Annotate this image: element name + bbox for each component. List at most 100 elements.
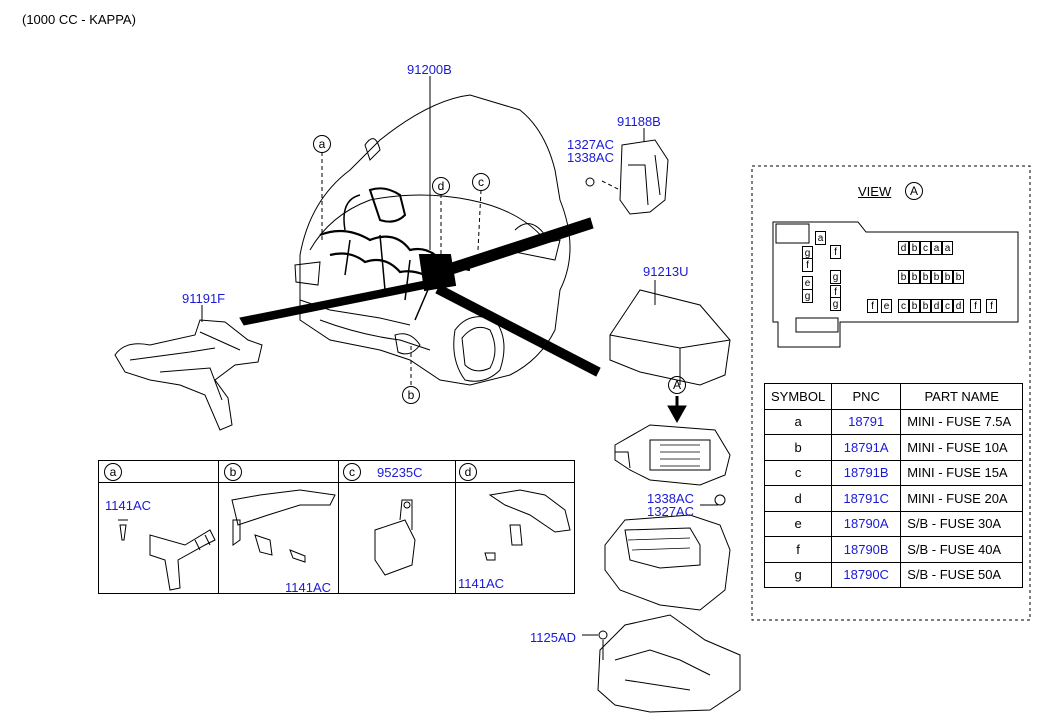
row-symbol: b [763, 434, 833, 461]
fuse-r2-4: b [931, 270, 942, 284]
main-harness-label: 91200B [407, 62, 452, 77]
fuse-r1-3: c [920, 241, 931, 255]
detail-b-part: 1141AC [285, 580, 332, 595]
row-pnc: 18791C [831, 485, 902, 512]
car-illustration [294, 94, 571, 386]
table-row: d 18791C MINI - FUSE 20A [763, 485, 1024, 512]
table-row: a 18791 MINI - FUSE 7.5A [763, 408, 1024, 435]
lower-tray-illustration [597, 614, 741, 713]
bracket-fastener-2: 1338AC [567, 150, 614, 165]
fuse-left-3: e [802, 276, 813, 290]
box-fastener-1: 1338AC [647, 491, 694, 506]
fuse-left2-2: g [830, 270, 841, 284]
detail-box-a: a 1141AC [99, 461, 219, 593]
detail-box-c: c 95235C [339, 461, 456, 593]
fuse-r1-2: b [909, 241, 920, 255]
row-part-name: S/B - FUSE 40A [900, 536, 1024, 563]
row-part-name: S/B - FUSE 30A [900, 510, 1024, 537]
row-part-name: MINI - FUSE 10A [900, 434, 1024, 461]
detail-ref-c: c [343, 463, 361, 481]
header-symbol: SYMBOL [763, 383, 833, 410]
row-symbol: g [763, 561, 833, 588]
view-label: VIEW [858, 184, 892, 199]
detail-ref-d: d [459, 463, 477, 481]
fuse-left2-1: f [830, 245, 841, 259]
fuse-b-9: f [970, 299, 981, 313]
fuse-panel-illustration [614, 424, 731, 486]
row-pnc: 18790B [831, 536, 902, 563]
detail-a-art [118, 519, 216, 591]
row-pnc: 18791 [831, 408, 902, 435]
detail-c-part: 95235C [377, 465, 423, 480]
detail-d-part: 1141AC [458, 576, 505, 591]
fuse-r2-1: b [898, 270, 909, 284]
row-pnc: 18790A [831, 510, 902, 537]
fuse-b-2: e [881, 299, 892, 313]
row-part-name: S/B - FUSE 50A [900, 561, 1024, 588]
relay-bracket-label: 91188B [617, 114, 661, 129]
row-symbol: a [763, 408, 833, 435]
fuse-b-3: c [898, 299, 909, 313]
fuse-r1-4: a [931, 241, 942, 255]
table-row: b 18791A MINI - FUSE 10A [763, 434, 1024, 461]
junction-box-illustration [604, 494, 731, 611]
row-part-name: MINI - FUSE 20A [900, 485, 1024, 512]
table-header-row: SYMBOL PNC PART NAME [763, 383, 1024, 410]
front-harness-label: 91191F [182, 291, 226, 306]
fuse-b-7: c [942, 299, 953, 313]
detail-ref-a: a [104, 463, 122, 481]
detail-boxes: a 1141AC b 1141AC c 95235C d 1141AC [98, 460, 575, 594]
front-harness-illustration [114, 319, 263, 431]
arrow-marker-a: A [668, 376, 686, 394]
detail-ref-b: b [224, 463, 242, 481]
box-fastener-2: 1327AC [647, 504, 694, 519]
car-ref-c: c [472, 173, 490, 191]
detail-c-art [374, 499, 416, 576]
fuse-b-10: f [986, 299, 997, 313]
bottom-bolt-label: 1125AD [530, 630, 577, 645]
fuse-left-4: g [802, 289, 813, 303]
row-symbol: d [763, 485, 833, 512]
car-ref-a: a [313, 135, 331, 153]
fuse-left-2: f [802, 258, 813, 272]
detail-box-b: b 1141AC [219, 461, 339, 595]
fuse-b-4: b [909, 299, 920, 313]
fuse-b-8: d [953, 299, 964, 313]
row-pnc: 18791B [831, 459, 902, 486]
row-symbol: e [763, 510, 833, 537]
row-symbol: c [763, 459, 833, 486]
row-symbol: f [763, 536, 833, 563]
table-row: g 18790C S/B - FUSE 50A [763, 561, 1024, 588]
header-pnc: PNC [831, 383, 902, 410]
car-ref-d: d [432, 177, 450, 195]
fuse-r2-2: b [909, 270, 920, 284]
detail-box-d: d 1141AC [456, 461, 574, 593]
view-frame [751, 165, 1031, 621]
fuse-view-outline [772, 221, 1019, 348]
fuse-r2-6: b [953, 270, 964, 284]
fuse-cover-illustration [609, 289, 731, 386]
fuse-b-5: b [920, 299, 931, 313]
table-row: f 18790B S/B - FUSE 40A [763, 536, 1024, 563]
fuse-b-1: f [867, 299, 878, 313]
fuse-r1-1: d [898, 241, 909, 255]
detail-b-art [231, 489, 336, 563]
fuse-parts-table: SYMBOL PNC PART NAME a 18791 MINI - FUSE… [763, 383, 1024, 588]
row-part-name: MINI - FUSE 15A [900, 459, 1024, 486]
fuse-r2-3: b [920, 270, 931, 284]
view-marker: A [905, 182, 923, 200]
car-ref-b: b [402, 386, 420, 404]
header-part-name: PART NAME [900, 383, 1024, 410]
fuse-b-6: d [931, 299, 942, 313]
engine-label: (1000 CC - KAPPA) [22, 12, 136, 27]
table-row: c 18791B MINI - FUSE 15A [763, 459, 1024, 486]
fuse-r1-5: a [942, 241, 953, 255]
row-pnc: 18790C [831, 561, 902, 588]
bracket-fastener-1: 1327AC [567, 137, 614, 152]
relay-bracket-illustration [585, 139, 669, 215]
fuse-top-a: a [815, 231, 826, 245]
fuse-left2-4: g [830, 297, 841, 311]
row-part-name: MINI - FUSE 7.5A [900, 408, 1024, 435]
row-pnc: 18791A [831, 434, 902, 461]
